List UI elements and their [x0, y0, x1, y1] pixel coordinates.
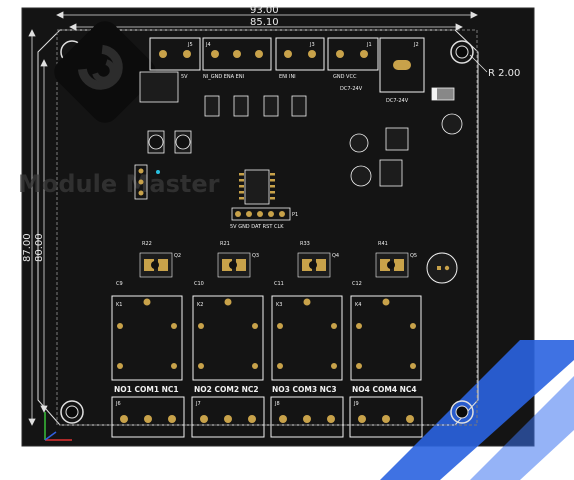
- connector-label: GND VCC: [333, 74, 357, 80]
- connector-ref: J2: [413, 42, 419, 48]
- driver-group-1: R22 Q2 C9: [116, 241, 181, 287]
- svg-text:R21: R21: [220, 241, 230, 247]
- svg-text:C12: C12: [352, 281, 362, 287]
- dc-label: DC7-24V: [340, 86, 363, 92]
- connector-j5: J5 5V: [149, 37, 201, 80]
- logo-icon: [54, 21, 156, 123]
- terminal-j8: J8: [270, 396, 344, 438]
- upper-left-ics: [139, 71, 192, 154]
- optocouplers: [204, 95, 307, 117]
- relay-ref: K3: [276, 302, 282, 308]
- svg-text:C11: C11: [274, 281, 284, 287]
- connector-j3: J3 ENI INI: [275, 37, 325, 80]
- terminal-ref: J7: [195, 401, 201, 407]
- board-outline: [37, 29, 479, 426]
- svg-text:C10: C10: [194, 281, 204, 287]
- header-label: 5V GND DAT RST CLK: [230, 224, 284, 230]
- svg-text:Q5: Q5: [410, 253, 417, 259]
- terminal-j9: J9: [349, 396, 423, 438]
- capacitor-c5: [426, 252, 458, 284]
- axis-icon: [44, 412, 72, 441]
- driver-group-3: R33 Q4 C11: [274, 241, 339, 287]
- watermark-text: Module Master: [18, 170, 220, 198]
- dim-inner-height: 80.00: [34, 233, 45, 262]
- connector-ref: J4: [205, 42, 211, 48]
- svg-text:R41: R41: [378, 241, 388, 247]
- diode-d6: [431, 87, 455, 101]
- relay-ref: K1: [116, 302, 122, 308]
- svg-text:C9: C9: [116, 281, 123, 287]
- header-p1: P1 5V GND DAT RST CLK: [230, 207, 298, 230]
- dim-outer-width: 93.00: [250, 5, 279, 16]
- header-p2: [134, 164, 160, 200]
- relay-k1: K1: [111, 295, 183, 381]
- relay-k4: K4: [350, 295, 422, 381]
- driver-groups: R22 Q2 C9 R21 Q3 C10 R33 Q4 C11 R41 Q5 C…: [116, 241, 417, 287]
- connector-j2: J2 DC7-24V: [379, 37, 425, 104]
- relay-pins-label-4: NO4 COM4 NC4: [352, 385, 417, 394]
- connector-j1: J1 GND VCC: [327, 37, 379, 80]
- relay-ref: K4: [355, 302, 361, 308]
- driver-group-2: R21 Q3 C10: [194, 241, 259, 287]
- relay-pins-label-3: NO3 COM3 NC3: [272, 385, 337, 394]
- svg-text:R33: R33: [300, 241, 310, 247]
- terminal-ref: J9: [353, 401, 359, 407]
- connector-ref: J5: [187, 42, 193, 48]
- terminals: J6 J7 J8 J9: [111, 396, 423, 438]
- terminal-j6: J6: [111, 396, 185, 438]
- connector-j4: J4 NI_GND ENA ENI: [202, 37, 272, 80]
- relay-k3: K3: [271, 295, 343, 381]
- connector-label: 5V: [181, 74, 188, 80]
- driver-group-4: R41 Q5 C12: [352, 241, 417, 287]
- terminal-j7: J7: [191, 396, 265, 438]
- regulator-area: [349, 113, 463, 187]
- header-ref: P1: [292, 212, 298, 218]
- dim-inner-width: 85.10: [250, 17, 279, 28]
- mounting-hole-icon: [60, 40, 474, 424]
- mcu-u3: [239, 169, 275, 205]
- dim-radius: R 2.00: [488, 68, 520, 79]
- relay-pins-label-2: NO2 COM2 NC2: [194, 385, 259, 394]
- connector-label: DC7-24V: [386, 98, 409, 104]
- svg-text:Q3: Q3: [252, 253, 259, 259]
- svg-text:R22: R22: [142, 241, 152, 247]
- relay-ref: K2: [197, 302, 203, 308]
- dimension-lines: [28, 11, 488, 426]
- connector-ref: J1: [366, 42, 372, 48]
- relay-pins-label-1: NO1 COM1 NC1: [114, 385, 179, 394]
- terminal-ref: J6: [115, 401, 121, 407]
- relay-k2: K2: [192, 295, 264, 381]
- relays: K1 K2 K3 K4: [111, 295, 422, 381]
- top-connectors: J5 5V J4 NI_GND ENA ENI J3 ENI INI J1 GN…: [149, 37, 425, 104]
- connector-label: NI_GND ENA ENI: [203, 74, 244, 80]
- connector-label: ENI INI: [279, 74, 296, 80]
- dim-outer-height: 87.00: [22, 233, 33, 262]
- svg-text:Q4: Q4: [332, 253, 339, 259]
- terminal-ref: J8: [274, 401, 280, 407]
- connector-ref: J3: [309, 42, 315, 48]
- svg-text:Q2: Q2: [174, 253, 181, 259]
